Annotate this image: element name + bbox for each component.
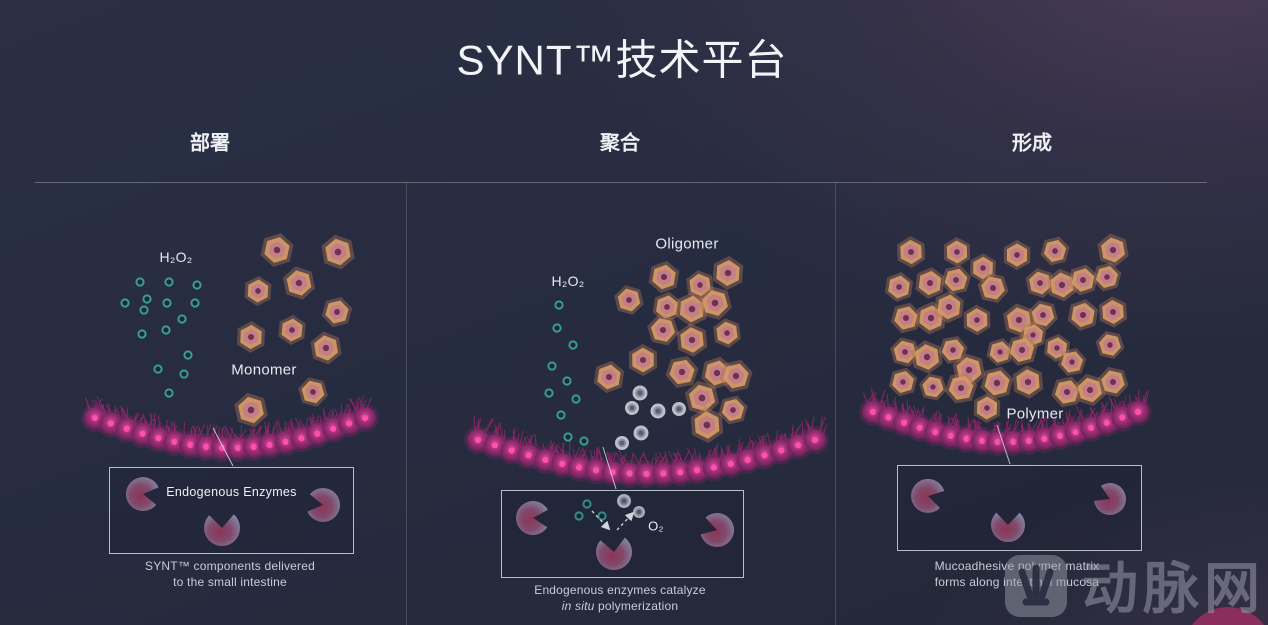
endogenous-enzymes-label: Endogenous Enzymes (166, 485, 297, 499)
in-situ-italic: in situ (561, 599, 595, 614)
caption-panel3: Mucoadhesive polymer matrix forms along … (887, 558, 1147, 590)
caption-panel1-line1: SYNT™ components delivered (145, 559, 315, 573)
caption-panel2-line2: in situ polymerization (490, 598, 750, 614)
caption-panel3-line2: forms along intestinal mucosa (934, 575, 1100, 590)
enzyme-box-panel3 (897, 465, 1142, 551)
column-header-polymerize: 聚合 (600, 132, 640, 155)
caption-panel2-line2-rest: polymerization (594, 599, 679, 614)
polymer-label: Polymer (1006, 405, 1064, 423)
caption-panel1-line2: to the small intestine (173, 575, 287, 590)
column-header-deploy: 部署 (190, 132, 230, 155)
panel-divider-1 (406, 182, 407, 625)
caption-panel2: Endogenous enzymes catalyze in situ poly… (490, 582, 750, 614)
monomer-label: Monomer (231, 361, 297, 379)
column-header-form: 形成 (1012, 132, 1052, 155)
o2-label: O₂ (648, 518, 664, 534)
caption-panel1: SYNT™ components delivered to the small … (100, 558, 360, 590)
header-divider (35, 182, 1207, 183)
panel-divider-2 (835, 182, 836, 625)
h2o2-label-panel2: H₂O₂ (551, 273, 585, 289)
caption-panel3-line1: Mucoadhesive polymer matrix (934, 559, 1100, 573)
enzyme-box-panel2 (501, 490, 744, 578)
h2o2-label-panel1: H₂O₂ (159, 249, 193, 265)
caption-panel2-line1: Endogenous enzymes catalyze (534, 583, 706, 597)
oligomer-label: Oligomer (655, 235, 719, 253)
page-title: SYNT™技术平台 (456, 36, 788, 84)
enzyme-box-panel1: Endogenous Enzymes (109, 467, 354, 554)
